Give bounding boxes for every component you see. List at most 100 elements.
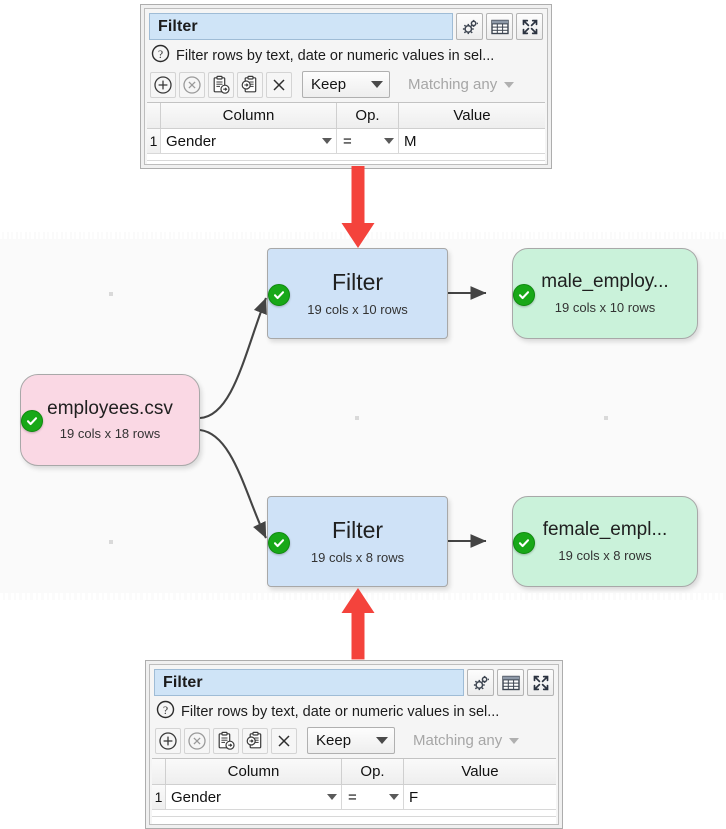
table-empty-space	[152, 810, 556, 817]
gears-icon[interactable]	[467, 669, 494, 696]
status-ok-badge[interactable]	[268, 532, 290, 554]
node-title: Filter	[331, 517, 384, 543]
paste-out-clipboard-icon[interactable]	[213, 727, 239, 754]
filter-match-select: Matching any	[404, 727, 526, 754]
row-column-value: Gender	[171, 788, 222, 806]
grid-dot	[604, 416, 608, 420]
filter-conditions-table: Column Op. Value 1 Gender = F	[152, 758, 556, 824]
filter-mode-value: Keep	[311, 76, 347, 93]
row-column-select[interactable]: Gender	[166, 785, 342, 810]
row-op-select[interactable]: =	[337, 129, 399, 154]
chevron-down-icon	[384, 138, 394, 144]
table-row[interactable]: 1 Gender = M	[147, 129, 545, 154]
table-header-column[interactable]: Column	[161, 103, 337, 129]
node-title: female_empl...	[542, 520, 668, 541]
table-header-row: Column Op. Value	[152, 759, 556, 785]
grid-dot	[109, 292, 113, 296]
grid-dot	[355, 416, 359, 420]
row-value-input[interactable]: F	[404, 785, 556, 810]
workflow-canvas[interactable]: employees.csv 19 cols x 18 rows Filter 1…	[0, 232, 726, 600]
chevron-down-icon	[504, 81, 515, 88]
table-header-column[interactable]: Column	[166, 759, 342, 785]
question-circle-icon[interactable]: ?	[156, 700, 175, 723]
svg-text:?: ?	[163, 705, 168, 717]
filter-mode-select[interactable]: Keep	[307, 727, 395, 754]
row-op-value: =	[343, 132, 352, 150]
row-column-select[interactable]: Gender	[161, 129, 337, 154]
node-subtitle: 19 cols x 10 rows	[554, 299, 656, 315]
remove-circle-icon[interactable]	[184, 727, 210, 754]
status-ok-badge[interactable]	[268, 284, 290, 306]
row-index: 1	[147, 129, 161, 154]
filter-mode-value: Keep	[316, 732, 352, 749]
node-title: Filter	[331, 269, 384, 295]
chevron-down-icon	[322, 138, 332, 144]
callout-arrow-up	[341, 588, 375, 670]
chevron-down-icon	[371, 81, 383, 88]
node-title: employees.csv	[47, 398, 173, 419]
svg-text:?: ?	[158, 49, 163, 61]
panel-help-text: Filter rows by text, date or numeric val…	[176, 47, 495, 64]
paste-out-clipboard-icon[interactable]	[208, 71, 234, 98]
panel-title-input[interactable]: Filter	[154, 669, 464, 696]
table-grid-icon[interactable]	[497, 669, 524, 696]
paste-in-clipboard-icon[interactable]	[237, 71, 263, 98]
status-ok-badge[interactable]	[21, 410, 43, 432]
node-subtitle: 19 cols x 18 rows	[59, 426, 161, 442]
panel-action-toolbar: Keep Matching any	[150, 725, 558, 758]
filter-match-select: Matching any	[399, 71, 521, 98]
row-value-input[interactable]: M	[399, 129, 545, 154]
status-ok-badge[interactable]	[513, 532, 535, 554]
filter-panel-bottom-inner: Filter	[149, 664, 559, 825]
table-grid-icon[interactable]	[486, 13, 513, 40]
node-filter-female[interactable]: Filter 19 cols x 8 rows	[267, 496, 448, 587]
add-circle-icon[interactable]	[150, 71, 176, 98]
node-title: male_employ...	[541, 272, 669, 293]
node-filter-male[interactable]: Filter 19 cols x 10 rows	[267, 248, 448, 339]
filter-mode-select[interactable]: Keep	[302, 71, 390, 98]
row-op-select[interactable]: =	[342, 785, 404, 810]
node-subtitle: 19 cols x 8 rows	[310, 550, 405, 566]
node-subtitle: 19 cols x 8 rows	[558, 547, 652, 563]
node-output-male[interactable]: male_employ... 19 cols x 10 rows	[512, 248, 698, 339]
panel-title-row: Filter	[150, 665, 558, 699]
expand-arrows-icon[interactable]	[527, 669, 554, 696]
filter-conditions-table: Column Op. Value 1 Gender = M	[147, 102, 545, 164]
grid-dot	[109, 540, 113, 544]
table-header-op[interactable]: Op.	[342, 759, 404, 785]
node-source[interactable]: employees.csv 19 cols x 18 rows	[20, 374, 200, 466]
panel-action-toolbar: Keep Matching any	[145, 69, 547, 102]
add-circle-icon[interactable]	[155, 727, 181, 754]
row-column-value: Gender	[166, 132, 217, 150]
paste-in-clipboard-icon[interactable]	[242, 727, 268, 754]
expand-arrows-icon[interactable]	[516, 13, 543, 40]
chevron-down-icon	[327, 794, 337, 800]
table-header-value[interactable]: Value	[399, 103, 545, 129]
table-header-corner	[147, 103, 161, 129]
gears-icon[interactable]	[456, 13, 483, 40]
table-empty-space	[147, 154, 545, 161]
remove-circle-icon[interactable]	[179, 71, 205, 98]
table-row[interactable]: 1 Gender = F	[152, 785, 556, 810]
callout-arrow-down	[341, 166, 375, 248]
filter-panel-top: Filter	[140, 4, 552, 169]
question-circle-icon[interactable]: ?	[151, 44, 170, 67]
table-header-row: Column Op. Value	[147, 103, 545, 129]
filter-match-value: Matching any	[413, 732, 503, 749]
node-subtitle: 19 cols x 10 rows	[307, 302, 408, 318]
filter-panel-bottom: Filter	[145, 660, 563, 829]
panel-title-row: Filter	[145, 9, 547, 43]
panel-help-row: ? Filter rows by text, date or numeric v…	[150, 699, 558, 725]
close-x-icon[interactable]	[266, 71, 292, 98]
row-op-value: =	[348, 788, 357, 806]
status-ok-badge[interactable]	[513, 284, 535, 306]
table-header-corner	[152, 759, 166, 785]
node-output-female[interactable]: female_empl... 19 cols x 8 rows	[512, 496, 698, 587]
close-x-icon[interactable]	[271, 727, 297, 754]
panel-title-input[interactable]: Filter	[149, 13, 453, 40]
filter-panel-top-inner: Filter	[144, 8, 548, 165]
filter-match-value: Matching any	[408, 76, 498, 93]
table-header-value[interactable]: Value	[404, 759, 556, 785]
table-header-op[interactable]: Op.	[337, 103, 399, 129]
row-index: 1	[152, 785, 166, 810]
